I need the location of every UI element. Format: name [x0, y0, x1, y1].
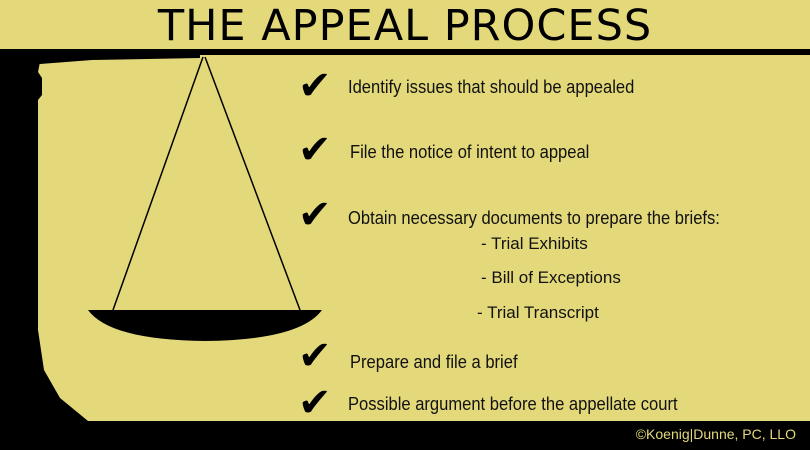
document-item: - Bill of Exceptions — [481, 268, 621, 287]
checkmark-icon: ✔ — [298, 192, 332, 238]
step-label: Obtain necessary documents to prepare th… — [348, 208, 720, 228]
scale-pan — [88, 310, 322, 341]
page-title: THE APPEAL PROCESS — [157, 1, 653, 51]
checkmark-icon: ✔ — [298, 333, 332, 379]
step-label: Identify issues that should be appealed — [348, 77, 635, 97]
step-label: Possible argument before the appellate c… — [348, 394, 678, 414]
scale-pillar — [0, 62, 88, 421]
checkmark-icon: ✔ — [298, 380, 332, 426]
step-label: File the notice of intent to appeal — [350, 142, 590, 162]
document-item: - Trial Exhibits — [481, 234, 588, 253]
scale-string-right — [204, 56, 301, 311]
checkmark-icon: ✔ — [298, 63, 332, 109]
footer-bar: ©Koenig|Dunne, PC, LLO — [0, 421, 810, 450]
step-label: Prepare and file a brief — [350, 352, 518, 372]
scale-string-left — [112, 56, 204, 311]
scale-beam-hook — [0, 55, 200, 68]
scale-beam — [0, 49, 810, 55]
document-item: - Trial Transcript — [477, 303, 599, 322]
checkmark-icon: ✔ — [298, 127, 332, 173]
copyright-text: ©Koenig|Dunne, PC, LLO — [635, 426, 796, 442]
